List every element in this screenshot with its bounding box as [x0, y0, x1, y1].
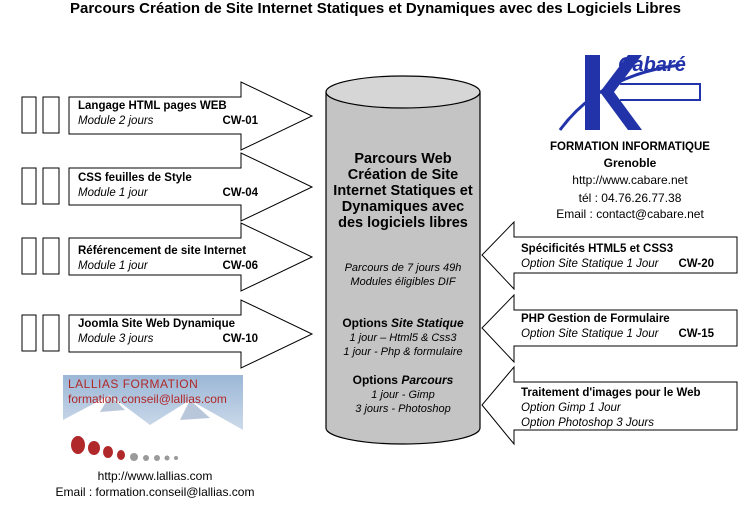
module-code: CW-06 — [222, 260, 258, 272]
module-code: CW-15 — [678, 328, 714, 340]
module-title: Référencement de site Internet — [78, 245, 247, 257]
module-code: CW-01 — [222, 115, 258, 127]
module-title: Traitement d'images pour le Web — [521, 387, 701, 399]
cabare-heading: FORMATION INFORMATIQUE — [550, 141, 710, 153]
options-static-word: Site Statique — [390, 316, 464, 330]
page-title: Parcours Création de Site Internet Stati… — [69, 0, 682, 17]
center-title: Parcours Web Création de Site Internet S… — [333, 151, 473, 231]
right-arrow-3 — [481, 365, 738, 446]
module-duration: Module 2 jours — [78, 115, 154, 127]
static-line-1: 1 jour – Html5 & Css3 — [349, 332, 457, 344]
module-images: Traitement d'images pour le Web Option G… — [521, 386, 714, 431]
module-cw01: Langage HTML pages WEB Module 2 jours CW… — [78, 99, 258, 129]
left-arrows — [68, 81, 314, 369]
lallias-url[interactable]: http://www.lallias.com — [97, 469, 213, 483]
cabare-logo — [558, 55, 701, 131]
module-cw04: CSS feuilles de Style Module 1 jour CW-0… — [78, 171, 258, 201]
options-parcours-prefix: Options — [352, 373, 398, 387]
module-duration: Module 1 jour — [78, 260, 148, 272]
right-arrow-2 — [481, 293, 738, 364]
module-code: CW-10 — [222, 333, 258, 345]
cabare-url[interactable]: http://www.cabare.net — [572, 173, 688, 187]
module-duration: Module 3 jours — [78, 333, 154, 345]
module-duration: Option Site Statique 1 Jour — [521, 328, 659, 340]
module-duration: Option Site Statique 1 Jour — [521, 258, 659, 270]
module-duration-2: Option Photoshop 3 Jours — [521, 417, 654, 429]
center-duration: Parcours de 7 jours 49h — [344, 262, 462, 274]
right-arrows — [481, 220, 738, 446]
right-arrow-1 — [481, 220, 738, 291]
options-static-heading: Options Site Statique — [328, 316, 478, 331]
cabare-phone: tél : 04.76.26.77.38 — [578, 191, 682, 205]
parcours-line-2: 3 jours - Photoshop — [355, 403, 451, 415]
module-duration: Module 1 jour — [78, 187, 148, 199]
module-code: CW-20 — [678, 258, 714, 270]
left-markers — [21, 96, 60, 352]
module-duration: Option Gimp 1 Jour — [521, 402, 621, 414]
module-code: CW-04 — [222, 187, 258, 199]
options-static-prefix: Options — [342, 316, 388, 330]
left-arrow-3 — [68, 222, 314, 292]
module-cw10: Joomla Site Web Dynamique Module 3 jours… — [78, 317, 258, 347]
module-title: Spécificités HTML5 et CSS3 — [521, 243, 674, 255]
lallias-logo-title: LALLIAS FORMATION — [68, 377, 199, 391]
module-cw20: Spécificités HTML5 et CSS3 Option Site S… — [521, 242, 714, 272]
lallias-logo — [63, 375, 243, 461]
module-title: CSS feuilles de Style — [78, 172, 192, 184]
center-cylinder — [325, 75, 481, 445]
module-title: Joomla Site Web Dynamique — [78, 318, 235, 330]
module-title: PHP Gestion de Formulaire — [521, 313, 670, 325]
module-cw06: Référencement de site Internet Module 1 … — [78, 244, 258, 274]
options-parcours-heading: Options Parcours — [328, 373, 478, 388]
lallias-logo-email: formation.conseil@lallias.com — [68, 392, 227, 406]
left-arrow-4 — [68, 299, 314, 369]
cabare-email[interactable]: Email : contact@cabare.net — [556, 207, 704, 221]
module-title: Langage HTML pages WEB — [78, 100, 227, 112]
lallias-email[interactable]: Email : formation.conseil@lallias.com — [55, 485, 255, 499]
options-parcours-word: Parcours — [401, 373, 454, 387]
left-arrow-2 — [68, 152, 314, 222]
module-cw15: PHP Gestion de Formulaire Option Site St… — [521, 312, 714, 342]
parcours-line-1: 1 jour - Gimp — [371, 389, 435, 401]
cabare-city: Grenoble — [603, 156, 657, 170]
cabare-logo-text: Cabaré — [618, 54, 686, 76]
static-line-2: 1 jour - Php & formulaire — [343, 346, 463, 358]
left-arrow-1 — [68, 81, 314, 151]
center-dif: Modules éligibles DIF — [350, 276, 456, 288]
